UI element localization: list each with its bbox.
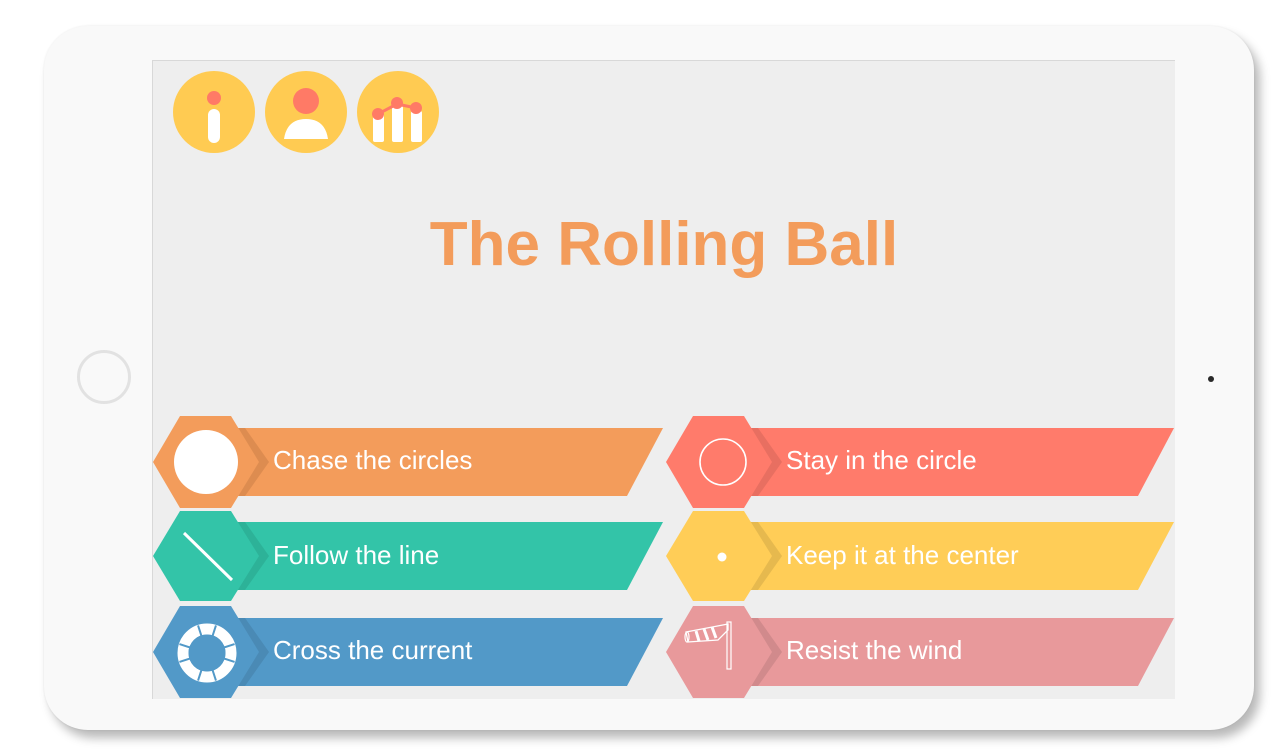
user-icon bbox=[284, 88, 328, 139]
menu-item-label: Stay in the circle bbox=[786, 445, 977, 475]
diagonal-line-icon bbox=[182, 531, 234, 582]
chart-icon bbox=[372, 97, 422, 142]
menu-item-cross-the-current[interactable]: Cross the current bbox=[153, 606, 665, 698]
stats-button[interactable] bbox=[357, 71, 439, 153]
page-title: The Rolling Ball bbox=[429, 210, 899, 279]
menu-item-stay-in-the-circle[interactable]: Stay in the circle bbox=[666, 416, 1175, 508]
menu-item-label: Cross the current bbox=[273, 635, 473, 665]
menu-item-chase-the-circles[interactable]: Chase the circles bbox=[153, 416, 665, 508]
camera-dot bbox=[1208, 376, 1214, 382]
outline-circle-icon bbox=[699, 438, 747, 486]
windsock-icon bbox=[684, 621, 732, 670]
profile-button[interactable] bbox=[265, 71, 347, 153]
center-dot-icon bbox=[717, 552, 727, 562]
app-screen: The Rolling Ball Chase the circles Stay … bbox=[152, 60, 1175, 699]
menu-item-label: Follow the line bbox=[273, 540, 440, 570]
menu-item-label: Chase the circles bbox=[273, 445, 473, 475]
menu-item-follow-the-line[interactable]: Follow the line bbox=[153, 511, 665, 603]
info-button[interactable] bbox=[173, 71, 255, 153]
filled-circle-icon bbox=[174, 430, 238, 494]
lifebuoy-icon bbox=[177, 623, 237, 683]
home-button[interactable] bbox=[77, 350, 131, 404]
menu-item-resist-the-wind[interactable]: Resist the wind bbox=[666, 606, 1175, 698]
menu-item-label: Keep it at the center bbox=[786, 540, 1019, 570]
menu-item-keep-it-at-the-center[interactable]: Keep it at the center bbox=[666, 511, 1175, 603]
info-icon bbox=[207, 91, 221, 143]
menu-item-label: Resist the wind bbox=[786, 635, 963, 665]
